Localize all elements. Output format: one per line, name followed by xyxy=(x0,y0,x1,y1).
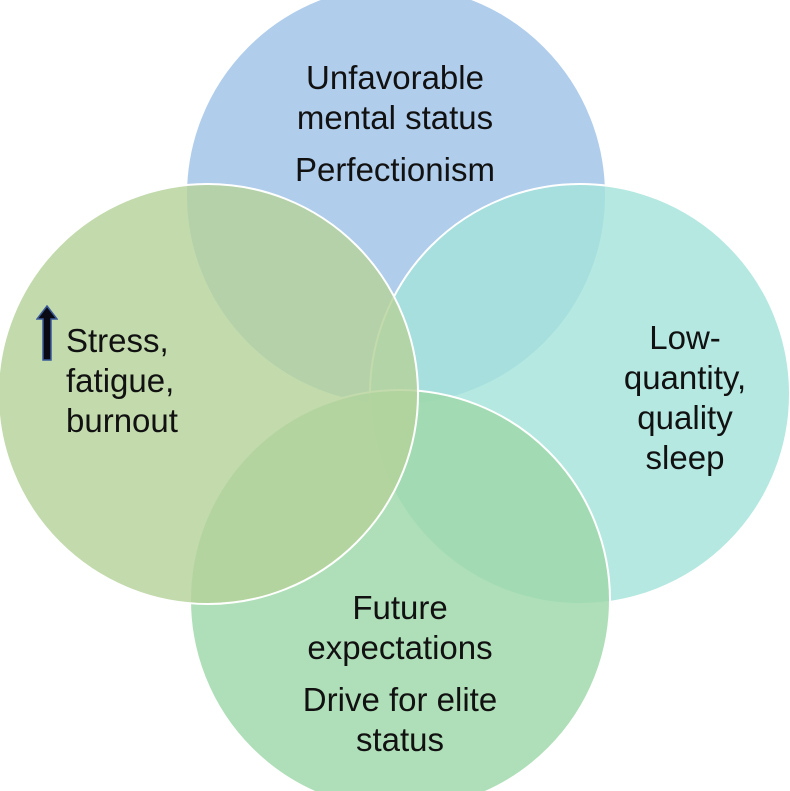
circle-right-line-4: sleep xyxy=(645,439,725,476)
circle-left-line-2: fatigue, xyxy=(66,362,175,399)
circle-right-line-3: quality xyxy=(637,399,733,436)
circle-left-line-3: burnout xyxy=(66,402,178,439)
circle-bottom-line-3: Drive for elite xyxy=(302,681,498,718)
circle-left xyxy=(0,183,419,605)
circle-left-label: Stress, fatigue, burnout xyxy=(38,321,218,441)
up-arrow-icon xyxy=(36,305,58,361)
circle-top-line-3: Perfectionism xyxy=(295,151,495,188)
circle-right-line-2: quantity, xyxy=(623,359,747,396)
circle-bottom-label: Future expectations Drive for elite stat… xyxy=(250,588,550,760)
circle-top-line-2: mental status xyxy=(296,99,494,136)
circle-right-line-1: Low- xyxy=(649,319,721,356)
circle-bottom-line-2: expectations xyxy=(307,629,493,666)
circle-bottom-line-4: status xyxy=(355,721,445,758)
circle-left-line-1: Stress, xyxy=(66,322,169,359)
circle-top-label: Unfavorable mental status Perfectionism xyxy=(245,58,545,190)
circle-bottom-line-1: Future xyxy=(352,589,448,626)
circle-top-line-1: Unfavorable xyxy=(306,59,484,96)
circle-right-label: Low- quantity, quality sleep xyxy=(600,318,770,478)
